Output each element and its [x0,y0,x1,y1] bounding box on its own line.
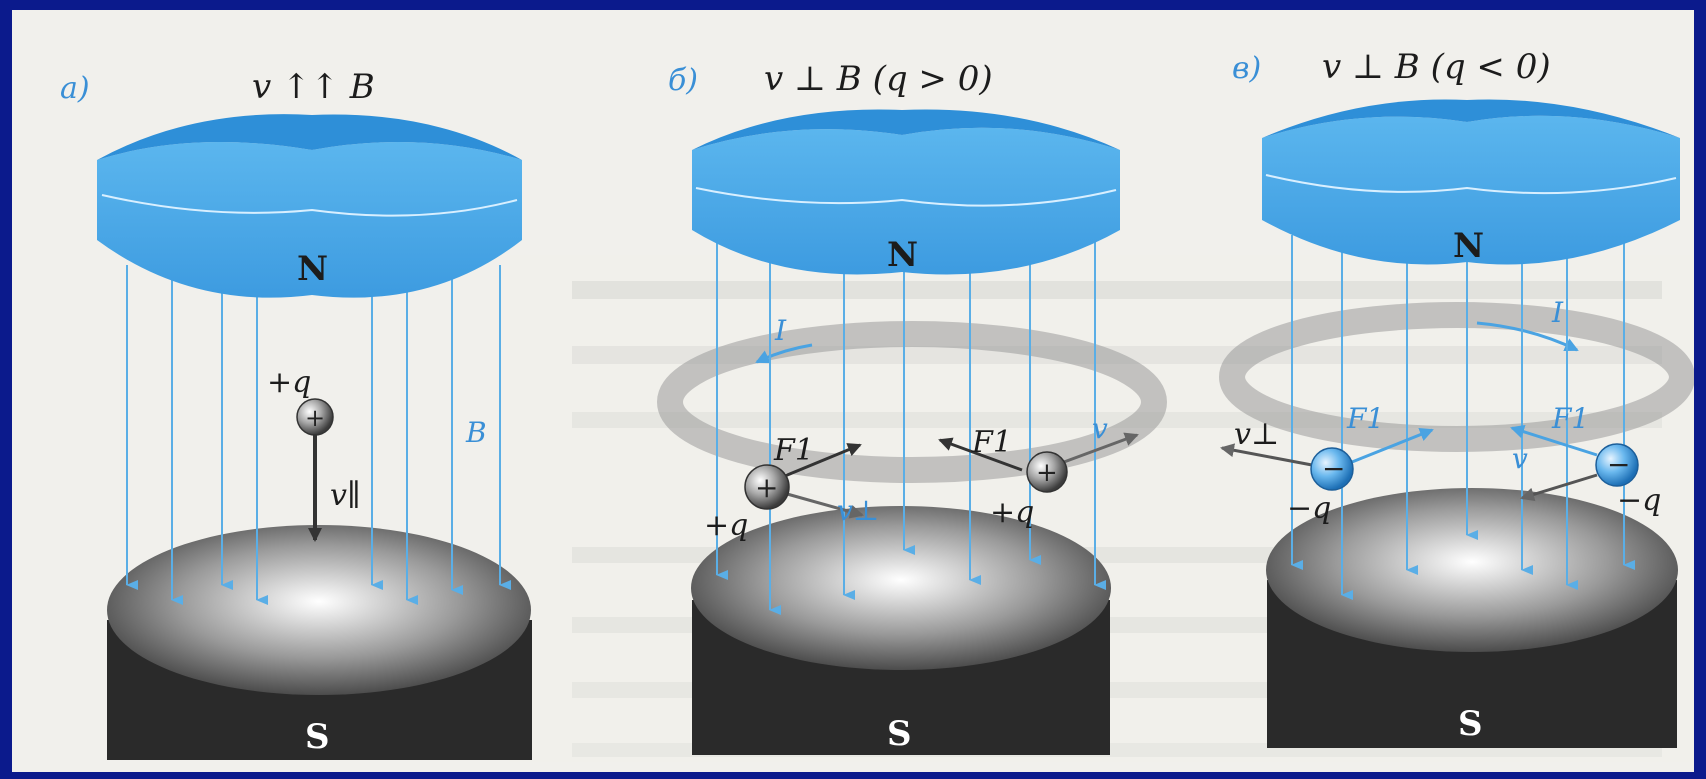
panel-c-title: v ⊥ B (q < 0) [1322,47,1551,87]
velocity-arrow-c-left [1220,443,1313,467]
north-magnet-a: N [97,114,522,298]
south-magnet-b: S [691,506,1111,755]
velocity-arrow-c-right [1520,473,1598,502]
field-lines-b [716,240,1106,615]
velocity-label-c-left: v⊥ [1234,417,1279,452]
panel-b-letter: б) [668,63,698,98]
plus-sign-b-left: + [755,471,778,504]
current-arrow-b [755,343,813,364]
north-magnet-c: N [1262,99,1680,266]
diagram-svg: а) v ↑↑ B S N + +q [12,10,1694,772]
positive-charge-b-left [744,464,790,510]
force-arrow-b-left [779,443,862,480]
charge-label-b-right: +q [990,495,1034,530]
north-pole-label-a: N [297,249,328,289]
plus-sign-a: + [305,404,325,432]
panel-b: б) v ⊥ B (q > 0) S I N [657,59,1167,755]
force-arrow-b-right [938,437,1023,472]
field-lines-a [126,265,511,605]
panel-b-title: v ⊥ B (q > 0) [764,59,993,99]
force-label-c-left: F1 [1346,402,1384,435]
current-label-c: I [1551,296,1564,329]
south-pole-label-b: S [887,714,912,754]
north-magnet-b: N [692,109,1120,275]
panel-a-title: v ↑↑ B [252,67,375,107]
figure-canvas: а) v ↑↑ B S N + +q [12,10,1694,772]
velocity-label-b-left: v⊥ [837,494,879,527]
south-pole-label-a: S [305,717,330,757]
field-lines-c [1291,235,1635,600]
negative-charge-c-left [1310,447,1354,491]
current-ring-c [1219,302,1694,452]
minus-sign-c-right: − [1607,448,1630,481]
force-label-b-right: F1 [971,425,1012,460]
panel-c: в) v ⊥ B (q < 0) S I N [1219,47,1694,748]
velocity-arrow-b-left [779,490,864,519]
current-label-b: I [774,314,787,347]
velocity-label-a: v∥ [330,478,361,513]
force-arrow-c-left [1351,427,1434,464]
velocity-label-b-right: v [1092,412,1108,445]
panel-a: а) v ↑↑ B S N + +q [60,67,532,760]
charge-label-c-left: −q [1287,491,1331,526]
south-magnet-a: S [107,525,532,760]
negative-charge-c-right [1595,443,1639,487]
field-label-a: B [465,416,487,449]
north-pole-label-b: N [887,235,918,275]
charge-label-c-right: −q [1617,483,1661,518]
force-label-b-left: F1 [773,433,814,468]
minus-sign-c-left: − [1322,452,1345,485]
charge-label-a: +q [267,365,311,400]
velocity-label-c-right: v [1512,442,1528,475]
plus-sign-b-right: + [1036,458,1058,488]
south-magnet-c: S [1266,488,1678,748]
force-arrow-c-right [1510,424,1598,457]
positive-charge-a [296,398,334,436]
panel-a-letter: а) [60,71,90,106]
force-label-c-right: F1 [1551,402,1589,435]
current-ring-b [657,321,1167,483]
charge-label-b-left: +q [704,508,748,543]
positive-charge-b-right [1026,451,1068,493]
panel-c-letter: в) [1232,51,1261,86]
south-pole-label-c: S [1458,704,1483,744]
north-pole-label-c: N [1453,226,1484,266]
velocity-arrow-b-right [1063,432,1139,464]
